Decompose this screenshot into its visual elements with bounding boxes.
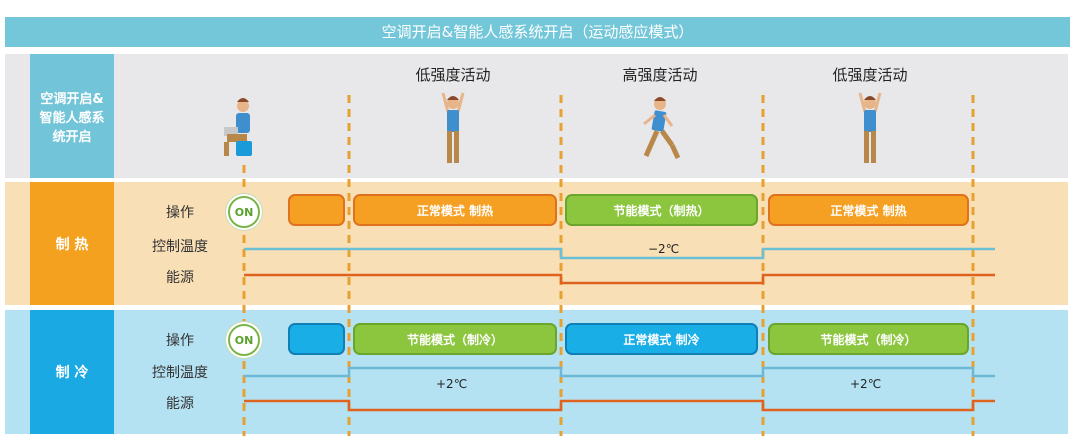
heating-on-button[interactable]: ON <box>228 196 260 228</box>
cooling-temp-offset: +2℃ <box>436 377 468 391</box>
person-arms-up-icon <box>858 92 882 163</box>
activity-label: 高强度活动 <box>622 66 698 84</box>
row-label-operation: 操作 <box>166 333 194 349</box>
heating-temp-line <box>244 247 995 260</box>
person-arms-up-icon <box>441 92 465 163</box>
person-running-icon <box>643 97 681 160</box>
heating-startup-block <box>288 194 345 226</box>
heating-label: 制 热 <box>30 182 114 305</box>
heating-mode-block: 节能模式（制热） <box>565 194 758 226</box>
cooling-startup-block <box>288 323 345 355</box>
cooling-mode-block: 节能模式（制冷） <box>353 323 557 355</box>
cooling-temp-line <box>244 366 995 378</box>
activity-panel <box>5 54 1068 178</box>
row-label-energy: 能源 <box>166 270 194 286</box>
heating-mode-block: 正常模式 制热 <box>353 194 557 226</box>
heating-temp-offset: −2℃ <box>648 242 680 256</box>
cooling-mode-block: 正常模式 制冷 <box>565 323 758 355</box>
activity-label: 低强度活动 <box>415 66 491 84</box>
cooling-energy-line <box>244 399 995 412</box>
cooling-label: 制 冷 <box>30 310 114 434</box>
activity-label: 低强度活动 <box>832 66 908 84</box>
heating-energy-line <box>244 273 995 285</box>
person-sitting-icon <box>224 98 252 156</box>
row-label-control-temp: 控制温度 <box>152 365 208 381</box>
row-label-control-temp: 控制温度 <box>152 239 208 255</box>
cooling-on-button[interactable]: ON <box>228 324 260 356</box>
row-label-energy: 能源 <box>166 396 194 412</box>
row-label-operation: 操作 <box>166 205 194 221</box>
cooling-mode-block: 节能模式（制冷） <box>768 323 969 355</box>
system-on-label: 空调开启&智能人感系统开启 <box>30 54 114 178</box>
diagram-title: 空调开启&智能人感系统开启（运动感应模式） <box>5 17 1070 47</box>
heating-mode-block: 正常模式 制热 <box>768 194 969 226</box>
cooling-temp-offset: +2℃ <box>850 377 882 391</box>
